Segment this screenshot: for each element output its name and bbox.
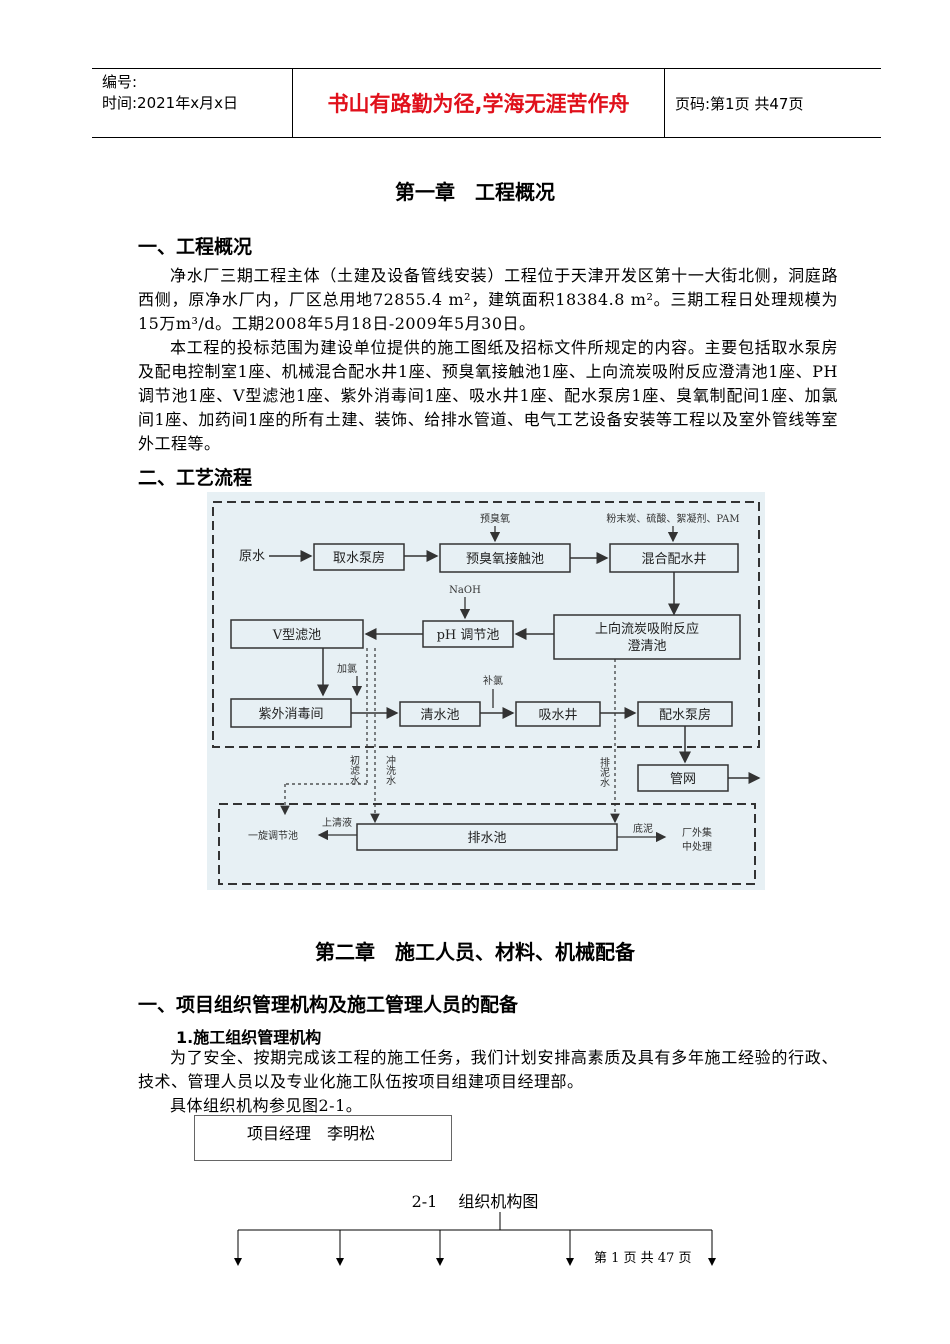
initial-filtrate-label: 初滤水 [348,754,360,785]
sludge-zone-frame [218,803,756,885]
intake-pump-box [313,543,405,571]
subsection-org-title: 1.施工组织管理机构 [176,1028,322,1047]
raw-water-label: 原水 [239,549,265,564]
section-overview-title: 一、工程概况 [138,236,253,258]
clarifier-label-line1: 上向流炭吸附反应 [595,621,699,637]
clear-well-label: 清水池 [420,708,459,723]
clear-well-box [399,701,481,727]
org-chart-branches [234,1212,716,1266]
section-process-title: 二、工艺流程 [138,467,253,489]
ph-tank-label: pH 调节池 [437,628,500,643]
footer-page-number: 第 1 页 共 47 页 [594,1251,692,1266]
pre-ozone-label: 预臭氧 [480,512,510,525]
treatment-zone-frame [212,501,760,748]
backwash-water-label: 冲洗水 [384,754,396,785]
section-org-title: 一、项目组织管理机构及施工管理人员的配备 [138,994,519,1016]
add-chlorine-label: 加氯 [337,662,357,675]
header-page-label: 页码:第1页 共47页 [675,94,804,113]
overview-paragraph-2: 本工程的投标范围为建设单位提供的施工图纸及招标文件所规定的内容。主要包括取水泵房… [138,338,838,453]
org-body: 为了安全、按期完成该工程的施工任务，我们计划安排高素质及具有多年施工经验的行政、… [138,1046,838,1118]
bottom-sludge-label: 底泥 [633,822,653,835]
project-manager-label: 项目经理 李明松 [247,1124,376,1143]
process-flow-diagram: 原水 取水泵房 预臭氧 预臭氧接触池 粉末炭、硫酸、絮凝剂、PAM 混合配水井 … [207,492,765,890]
org-chart-top-box: 项目经理 李明松 [194,1115,452,1161]
suction-well-label: 吸水井 [538,708,577,723]
clarifier-label-line2: 澄清池 [627,639,666,654]
intake-pump-label: 取水泵房 [333,550,385,566]
figure-caption: 2-1 组织机构图 [411,1192,539,1211]
overview-paragraph-1: 净水厂三期工程主体（土建及设备管线安装）工程位于天津开发区第十一大街北侧，洞庭路… [138,266,838,333]
offsite-label-line1: 厂外集 [682,826,712,839]
dist-pump-label: 配水泵房 [659,707,711,723]
naoh-label: NaOH [449,585,481,596]
v-filter-label: V型滤池 [272,628,321,643]
supernatant-label: 上清液 [322,816,352,829]
chapter1-title: 第一章 工程概况 [395,180,555,204]
suction-well-box [515,701,601,727]
chemicals-label: 粉末炭、硫酸、絮凝剂、PAM [606,512,739,525]
overview-body: 净水厂三期工程主体（土建及设备管线安装）工程位于天津开发区第十一大街北侧，洞庭路… [138,264,838,456]
process-flow-svg: 原水 取水泵房 预臭氧 预臭氧接触池 粉末炭、硫酸、絮凝剂、PAM 混合配水井 … [212,501,761,885]
pipe-network-label: 管网 [670,772,696,787]
org-paragraph-1: 为了安全、按期完成该工程的施工任务，我们计划安排高素质及具有多年施工经验的行政、… [138,1048,838,1091]
org-paragraph-2: 具体组织机构参见图2-1。 [170,1096,363,1115]
header-motto: 书山有路勤为径,学海无涯苦作舟 [292,69,665,137]
document-time-label: 时间:2021年x月x日 [102,94,238,112]
pre-ozone-tank-label: 预臭氧接触池 [466,551,544,567]
mixing-well-label: 混合配水井 [641,552,706,567]
page-header: 编号: 时间:2021年x月x日 书山有路勤为径,学海无涯苦作舟 页码:第1页 … [92,68,881,138]
sludge-water-label: 排泥水 [598,756,610,787]
supp-chlorine-label: 补氯 [483,674,503,687]
chapter2-title: 第二章 施工人员、材料、机械配备 [315,940,635,964]
header-meta: 编号: 时间:2021年x月x日 [92,69,292,137]
clarifier-box [553,614,741,660]
drain-tank-label: 排水池 [467,831,506,846]
offsite-label-line2: 中处理 [682,840,712,853]
v-filter-box [230,619,364,649]
recycle-tank-label: 一旋调节池 [248,829,298,842]
uv-room-label: 紫外消毒间 [258,707,323,722]
document-number-label: 编号: [102,73,138,91]
